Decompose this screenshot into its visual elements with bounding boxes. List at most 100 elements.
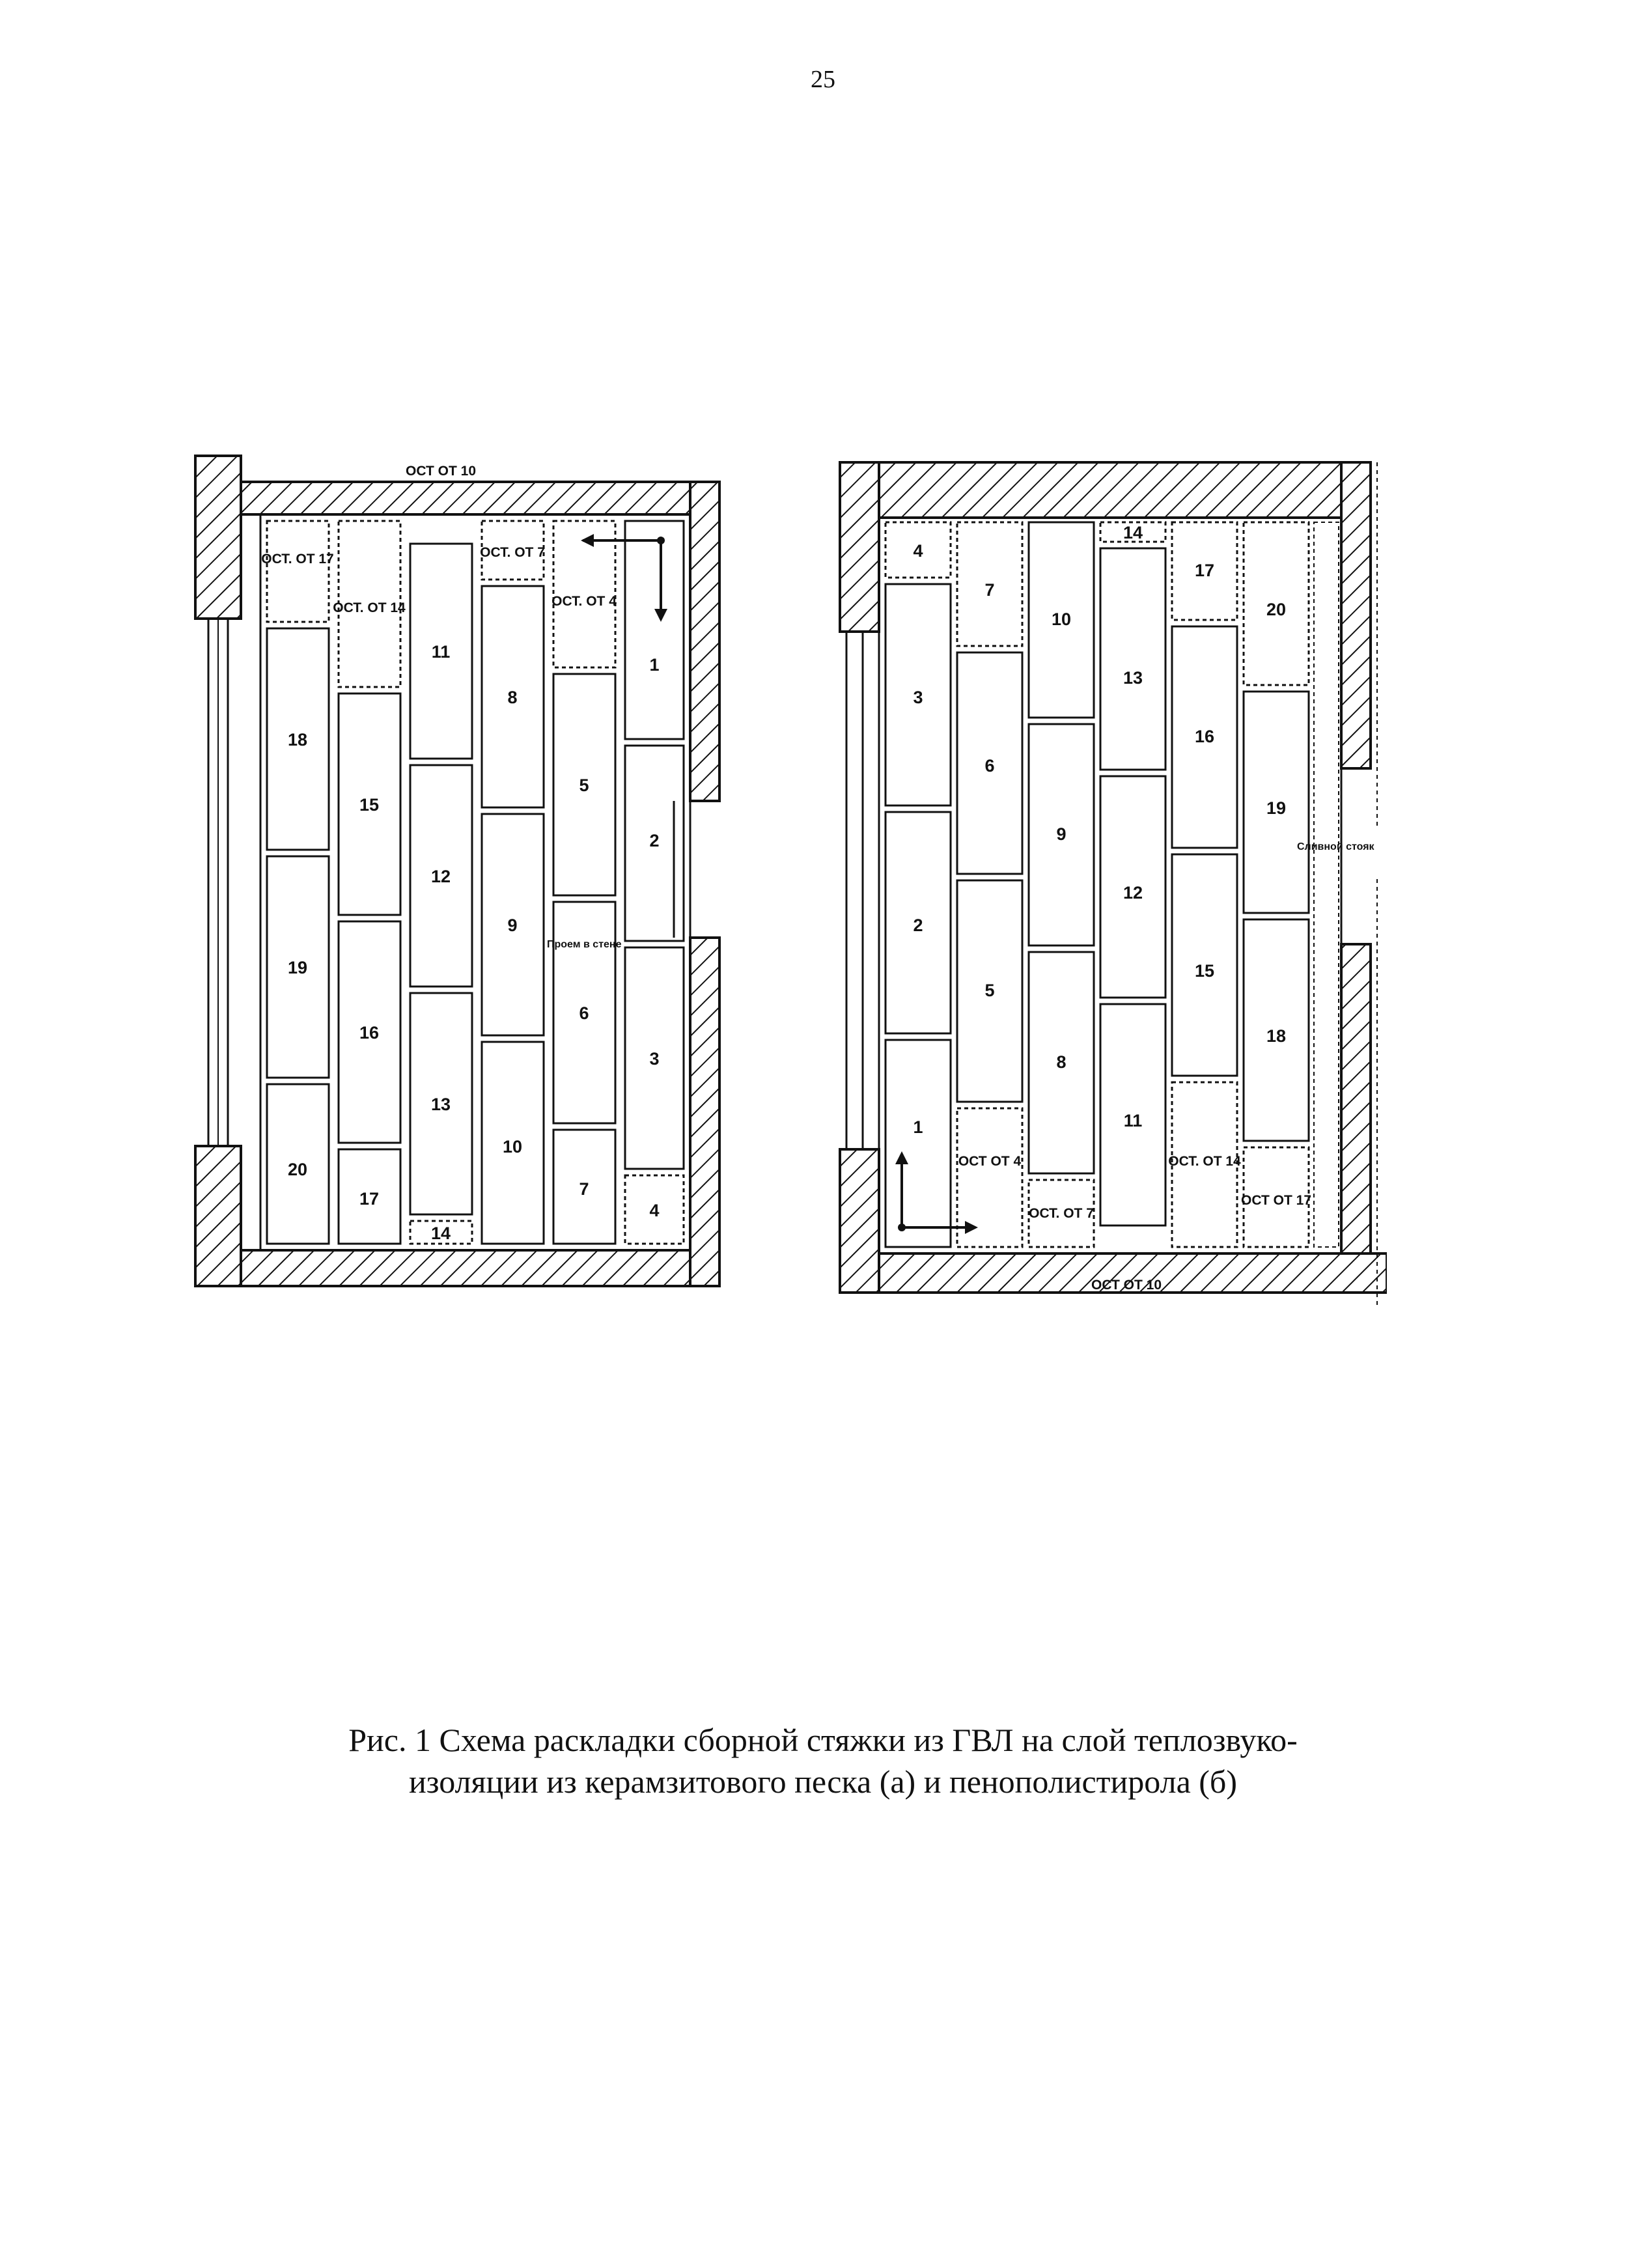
slab-a-17	[337, 1148, 402, 1245]
slab-label-a-4: 4	[649, 1201, 659, 1220]
wall-left-upper	[194, 455, 242, 620]
slab-label-a-5: 5	[579, 776, 589, 795]
slab-b-18	[1242, 918, 1310, 1142]
drain-riser-note: Сливной стояк	[1297, 841, 1375, 852]
slab-a-10	[481, 1041, 545, 1245]
slab-a-ost4	[552, 520, 617, 669]
slab-a-3	[624, 946, 685, 1170]
slab-a-7	[552, 1128, 617, 1245]
arrowhead-down-icon	[654, 609, 667, 622]
slab-b-14	[1099, 521, 1167, 543]
room-outline	[878, 516, 1343, 1255]
slab-label-b-ost14: ОСТ. ОТ 14	[1168, 1154, 1241, 1169]
slab-label-a-6: 6	[579, 1003, 589, 1023]
slab-label-b-9: 9	[1056, 824, 1066, 844]
caption-line-1: Рис. 1 Схема раскладки сборной стяжки из…	[348, 1722, 1298, 1758]
caption-line-2: изоляции из керамзитового песка (а) и пе…	[409, 1763, 1237, 1800]
slab-label-a-8: 8	[507, 688, 517, 707]
slab-label-a-15: 15	[359, 795, 379, 815]
slab-a-14	[409, 1220, 473, 1245]
slab-a-9	[481, 813, 545, 1037]
slab-a-5	[552, 673, 617, 897]
slab-b-ost14	[1171, 1081, 1238, 1248]
slab-label-a-ost4: ОСТ. ОТ 4	[551, 594, 617, 609]
wall-left-lower	[839, 1148, 880, 1294]
slab-label-b-17: 17	[1195, 561, 1214, 580]
slab-label-b-2: 2	[913, 916, 923, 935]
slab-a-12	[409, 764, 473, 988]
slab-a-ost17	[266, 520, 330, 623]
slab-a-13	[409, 992, 473, 1216]
slab-a-11	[409, 542, 473, 760]
slab-a-6	[552, 901, 617, 1125]
arrow-origin-dot	[898, 1224, 906, 1231]
room-outline	[259, 513, 691, 1252]
slab-b-ost7	[1027, 1179, 1095, 1248]
slab-b-13	[1099, 547, 1167, 771]
figure-a-layout-scheme: ОСТ. ОТ 17 ОСТ. ОТ 14 ОСТ. ОТ 7 ОСТ. ОТ …	[182, 449, 742, 1335]
slab-b-7	[956, 521, 1024, 647]
slab-a-16	[337, 920, 402, 1144]
figure-a-drawing: ОСТ. ОТ 17 ОСТ. ОТ 14 ОСТ. ОТ 7 ОСТ. ОТ …	[194, 455, 721, 1287]
slab-label-a-3: 3	[649, 1049, 659, 1069]
slab-b-19	[1242, 690, 1310, 914]
slab-label-b-12: 12	[1123, 883, 1143, 903]
slab-b-1	[884, 1039, 952, 1248]
slab-b-9	[1027, 723, 1095, 947]
wall-right-upper	[689, 481, 721, 802]
slab-label-b-8: 8	[1056, 1052, 1066, 1072]
slab-b-12	[1099, 775, 1167, 999]
slab-b-6	[956, 651, 1024, 875]
slab-label-a-10: 10	[503, 1137, 522, 1156]
slab-label-b-ost7: ОСТ. ОТ 7	[1029, 1206, 1094, 1221]
slab-b-5	[956, 879, 1024, 1103]
slab-a-1	[624, 520, 685, 740]
slab-b-17	[1171, 521, 1238, 621]
slab-b-3	[884, 583, 952, 807]
slab-label-b-18: 18	[1266, 1026, 1286, 1046]
slab-a-2	[624, 744, 685, 942]
slab-a-15	[337, 692, 402, 916]
slab-label-a-ost14: ОСТ. ОТ 14	[333, 600, 406, 615]
slab-label-a-7: 7	[579, 1179, 589, 1199]
slab-label-a-9: 9	[507, 916, 517, 935]
wall-right-lower	[689, 936, 721, 1287]
slab-label-b-7: 7	[984, 580, 994, 600]
slab-label-b-1: 1	[913, 1117, 923, 1137]
figure-b-layout-scheme: 4 3 2 1 7 6 5 ОСТ ОТ 4 10 9 8 ОСТ. ОТ 7 …	[827, 449, 1387, 1335]
wall-opening-note: Проем в стене	[547, 939, 622, 950]
slab-label-a-18: 18	[288, 730, 307, 749]
slab-b-20	[1242, 521, 1310, 686]
slab-b-4	[884, 521, 952, 579]
slab-label-b-3: 3	[913, 688, 923, 707]
slab-label-a-12: 12	[431, 867, 451, 886]
arrowhead-up-icon	[895, 1151, 908, 1164]
slab-label-b-19: 19	[1266, 798, 1286, 818]
figure-b-drawing: 4 3 2 1 7 6 5 ОСТ ОТ 4 10 9 8 ОСТ. ОТ 7 …	[839, 461, 1387, 1309]
slab-b-ost17	[1242, 1146, 1310, 1248]
slab-a-18	[266, 627, 330, 851]
slab-b-16	[1171, 625, 1238, 849]
slab-label-b-13: 13	[1123, 668, 1143, 688]
slab-label-a-11: 11	[432, 642, 451, 662]
slab-label-b-15: 15	[1195, 961, 1214, 981]
slab-label-b-11: 11	[1124, 1111, 1143, 1130]
slab-b-10	[1027, 521, 1095, 719]
slab-label-b-6: 6	[984, 756, 994, 776]
wall-bottom	[240, 1249, 718, 1287]
bottom-leftover-label: ОСТ ОТ 10	[1091, 1278, 1162, 1293]
wall-right-upper	[1340, 461, 1372, 770]
slab-label-a-19: 19	[288, 958, 307, 977]
slab-b-15	[1171, 853, 1238, 1077]
slab-label-a-14: 14	[431, 1224, 451, 1243]
slab-a-ost14	[337, 520, 402, 688]
slab-label-a-17: 17	[359, 1189, 379, 1209]
slab-label-b-14: 14	[1123, 523, 1143, 542]
slab-label-a-ost7: ОСТ. ОТ 7	[480, 545, 545, 560]
slab-b-11	[1099, 1003, 1167, 1227]
slab-label-a-16: 16	[359, 1023, 379, 1043]
slab-b-8	[1027, 951, 1095, 1175]
slab-a-8	[481, 585, 545, 809]
slab-label-b-ost17: ОСТ ОТ 17	[1241, 1193, 1311, 1208]
slab-label-a-20: 20	[288, 1160, 307, 1179]
